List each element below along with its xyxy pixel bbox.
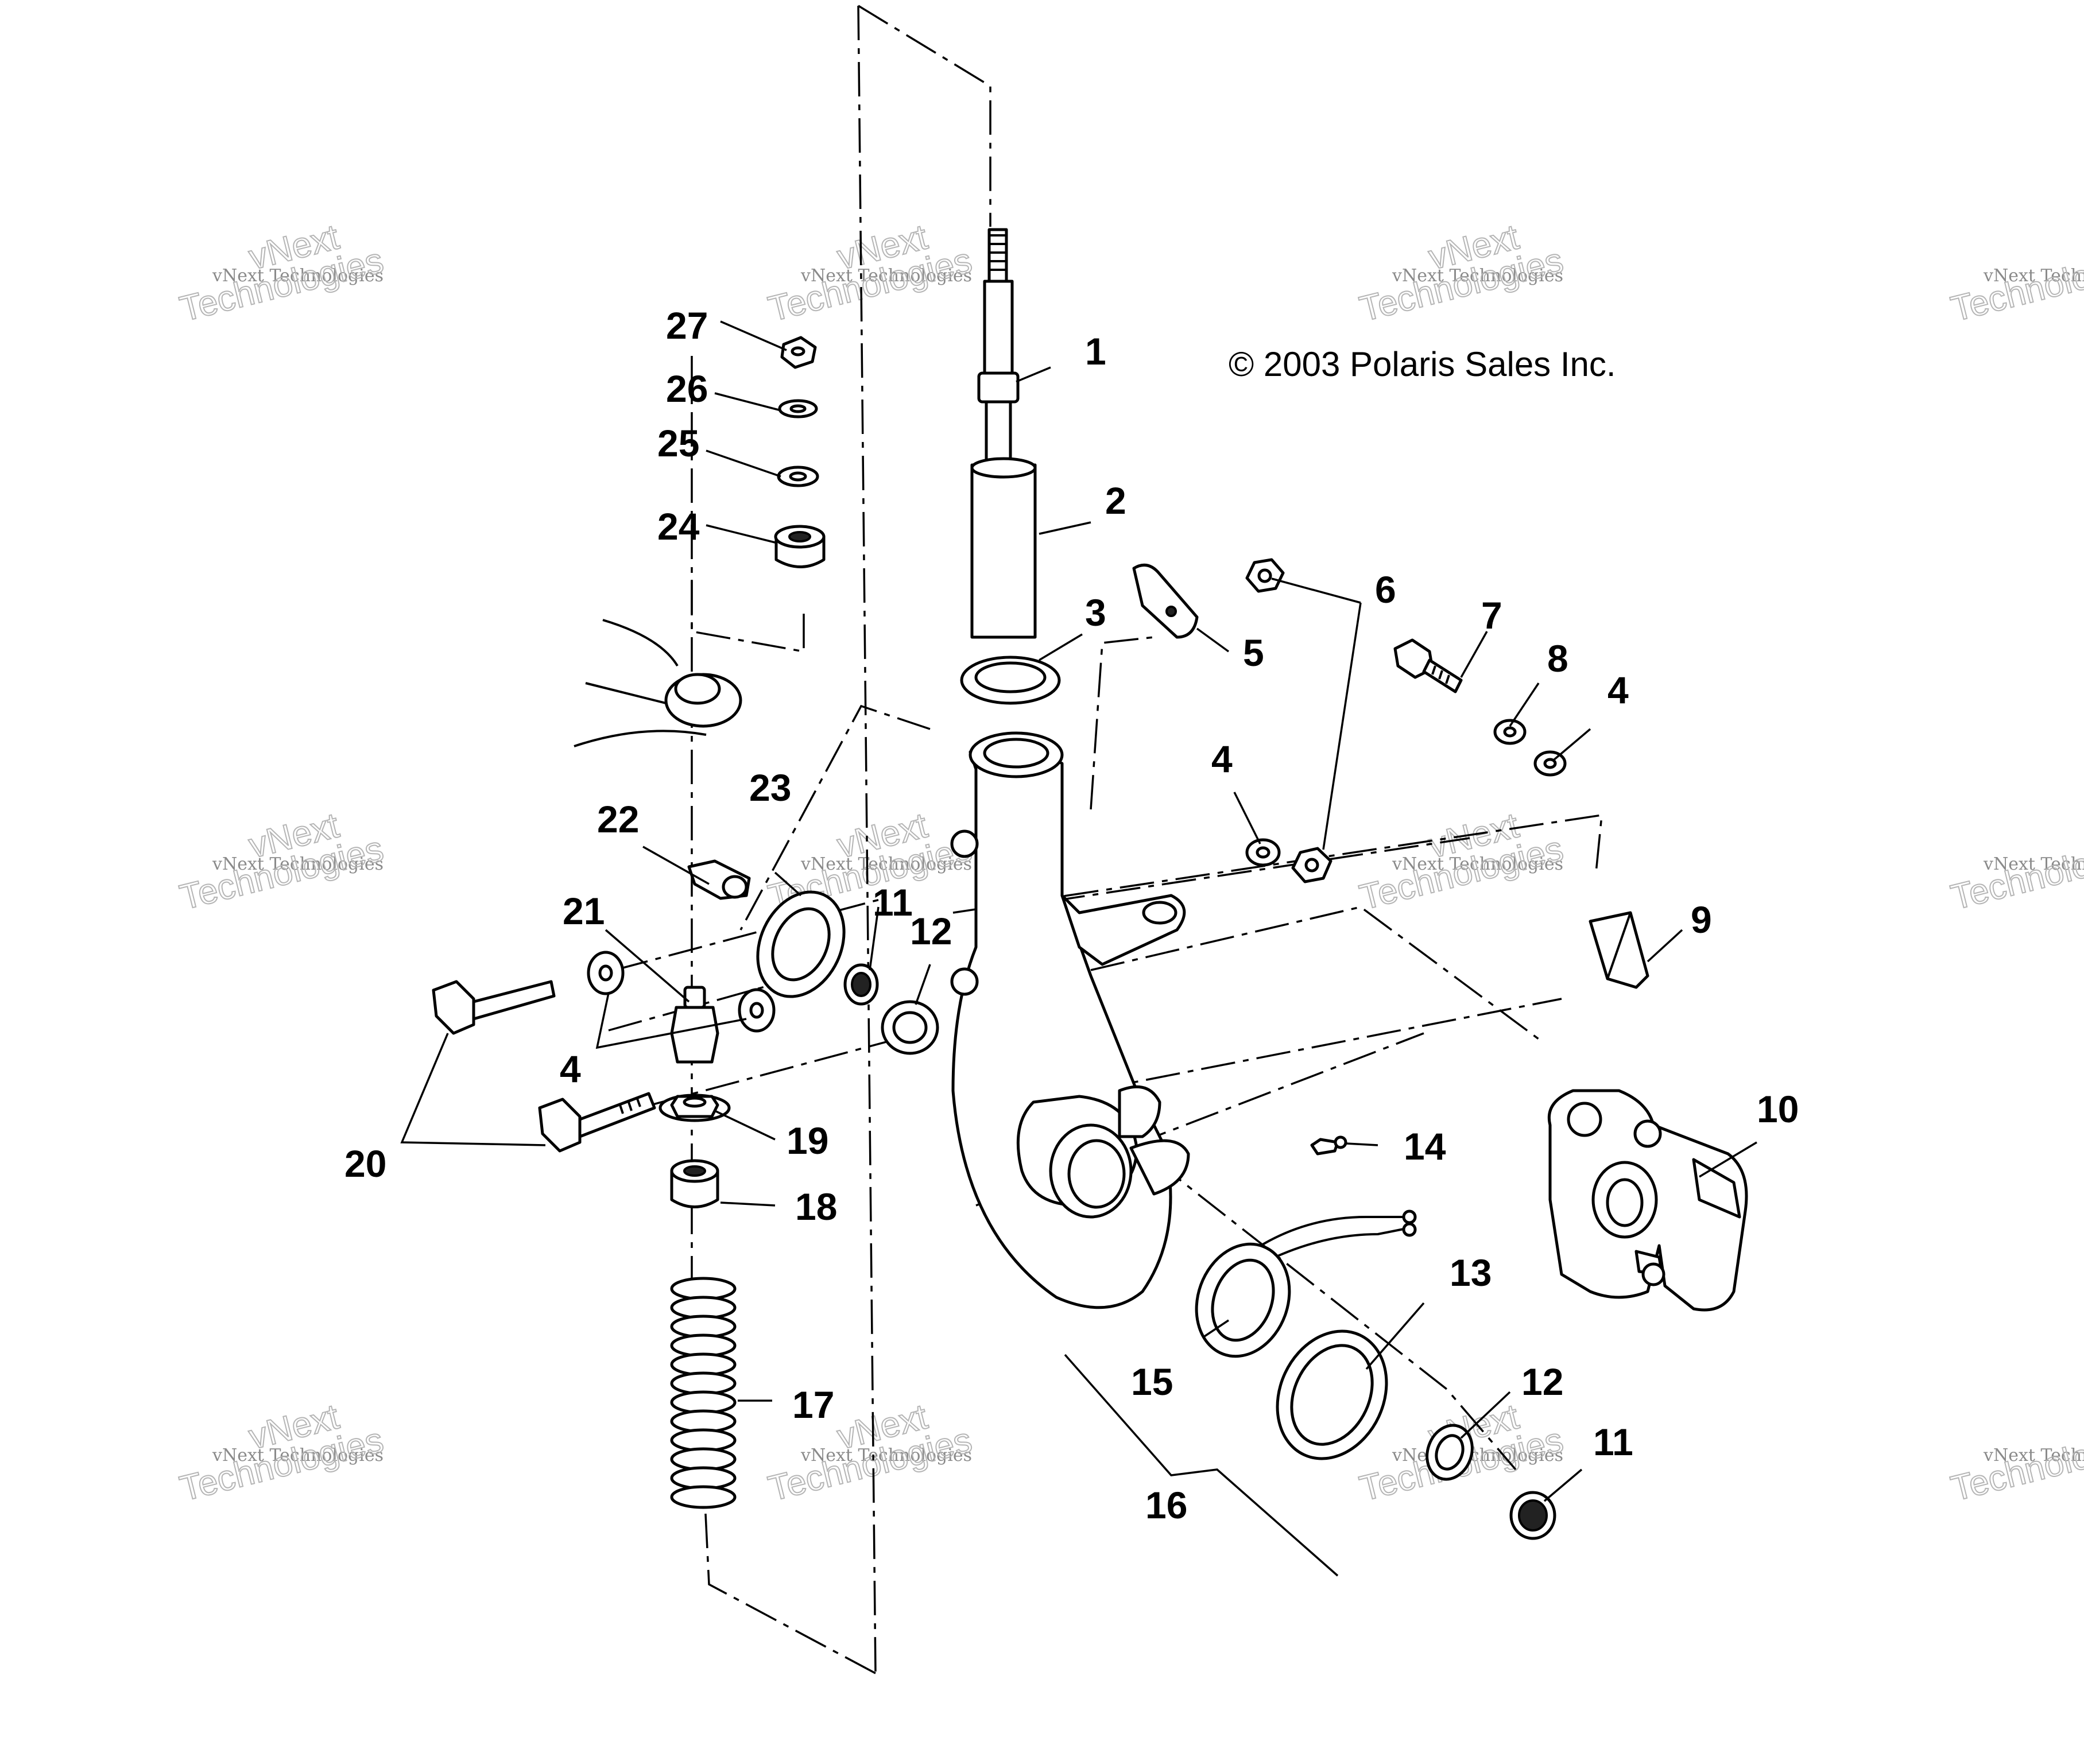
washers-right (1493, 719, 1567, 777)
watermark: vNext Technologies Technologies (1947, 1420, 2084, 1510)
callout-15: 15 (1131, 1360, 1173, 1403)
watermark: vNext Technologies Technologies vNext (1355, 216, 1568, 329)
seal-ring (1195, 1242, 1291, 1358)
race-right (1426, 1424, 1474, 1481)
callout-10: 10 (1757, 1088, 1799, 1130)
callout-1: 1 (1085, 330, 1106, 373)
watermark: vNext Technologies Technologies vNext (764, 216, 977, 329)
race-left (881, 1000, 939, 1055)
watermarks: vNext Technologies Technologies vNext vN… (176, 216, 2084, 1510)
watermark: vNext Technologies Technologies vNext (176, 805, 388, 918)
bearing-cup (1276, 1329, 1388, 1460)
svg-text:vNext Technologies: vNext Technologies (1392, 1445, 1563, 1466)
watermark: vNext Technologies Technologies (1947, 828, 2084, 918)
wire-cable (1250, 1209, 1417, 1264)
fitting (670, 986, 719, 1064)
svg-text:vNext Technologies: vNext Technologies (1983, 266, 2084, 286)
spindle-housing (950, 731, 1190, 1309)
top-stack (774, 336, 826, 568)
watermark: vNext Technologies Technologies (1947, 240, 2084, 330)
callout-9: 9 (1691, 898, 1712, 941)
washers-left (587, 951, 776, 1033)
bearing-cone-right (1509, 1491, 1556, 1540)
thrust-washer (960, 656, 1061, 705)
callout-24: 24 (657, 505, 700, 548)
svg-text:vNext Technologies: vNext Technologies (800, 266, 972, 286)
callout-25: 25 (657, 422, 699, 464)
svg-text:vNext Technologies: vNext Technologies (212, 266, 384, 286)
callout-6: 6 (1375, 568, 1396, 611)
callout-19: 19 (787, 1119, 828, 1162)
grease-fitting (1310, 1135, 1347, 1156)
watermark: vNext Technologies Technologies vNext (176, 216, 388, 329)
svg-text:vNext Technologies: vNext Technologies (1392, 854, 1563, 874)
coil-spring (670, 1277, 737, 1509)
callout-4-left: 4 (560, 1048, 581, 1090)
brake-caliper (1547, 1089, 1748, 1312)
callout-21: 21 (563, 890, 605, 932)
control-arm (574, 619, 742, 747)
callout-7: 7 (1481, 594, 1502, 637)
callout-27: 27 (666, 304, 708, 347)
flange-nut (658, 1094, 731, 1122)
svg-text:vNext Technologies: vNext Technologies (800, 854, 972, 874)
bolt-right (1393, 638, 1463, 693)
callout-12-left: 12 (910, 910, 952, 952)
watermark: vNext Technologies Technologies vNext (176, 1396, 388, 1509)
callout-8: 8 (1547, 637, 1568, 680)
callout-2: 2 (1105, 479, 1126, 522)
callout-16: 16 (1145, 1484, 1187, 1526)
callout-labels: 1 2 3 5 6 7 8 4 4 9 10 14 13 15 12 11 16… (344, 304, 1799, 1526)
bracket (1132, 563, 1199, 639)
callout-3: 3 (1085, 591, 1106, 634)
callout-11-left: 11 (873, 881, 913, 924)
callout-11-right: 11 (1593, 1421, 1633, 1463)
bearing-cone-left (843, 963, 879, 1006)
copyright-notice: © 2003 Polaris Sales Inc. (1229, 345, 1616, 383)
callout-12-right: 12 (1521, 1360, 1563, 1403)
svg-text:vNext Technologies: vNext Technologies (1983, 1445, 2084, 1466)
svg-text:Technologies: Technologies (1947, 1420, 2084, 1509)
svg-text:vNext Technologies: vNext Technologies (212, 1445, 384, 1466)
hex-nuts (1245, 558, 1332, 883)
callout-4-right: 4 (1607, 669, 1629, 711)
callout-23: 23 (749, 766, 791, 809)
svg-text:vNext Technologies: vNext Technologies (1392, 266, 1563, 286)
oil-seal (756, 890, 846, 998)
callout-5: 5 (1243, 631, 1264, 674)
callout-22: 22 (597, 798, 639, 840)
svg-text:vNext Technologies: vNext Technologies (1983, 854, 2084, 874)
bushing (670, 1159, 719, 1208)
svg-text:Technologies: Technologies (1947, 241, 2084, 329)
svg-text:vNext Technologies: vNext Technologies (212, 854, 384, 874)
watermark: vNext Technologies Technologies vNext (1355, 805, 1568, 918)
svg-text:vNext Technologies: vNext Technologies (800, 1445, 972, 1466)
callout-17: 17 (792, 1383, 834, 1426)
callout-18: 18 (795, 1185, 837, 1228)
callout-20: 20 (344, 1142, 386, 1185)
svg-text:Technologies: Technologies (1947, 829, 2084, 918)
leader-lines (400, 320, 1757, 1577)
callout-14: 14 (1404, 1125, 1446, 1168)
tube-sleeve (970, 457, 1037, 639)
washer-center (1245, 838, 1281, 867)
key-block (1589, 911, 1649, 989)
callout-13: 13 (1450, 1251, 1492, 1294)
pin (687, 859, 751, 900)
callout-26: 26 (666, 367, 708, 410)
spindle-shaft (977, 228, 1020, 467)
bolts-left (432, 980, 656, 1153)
callout-4-center: 4 (1211, 738, 1233, 780)
